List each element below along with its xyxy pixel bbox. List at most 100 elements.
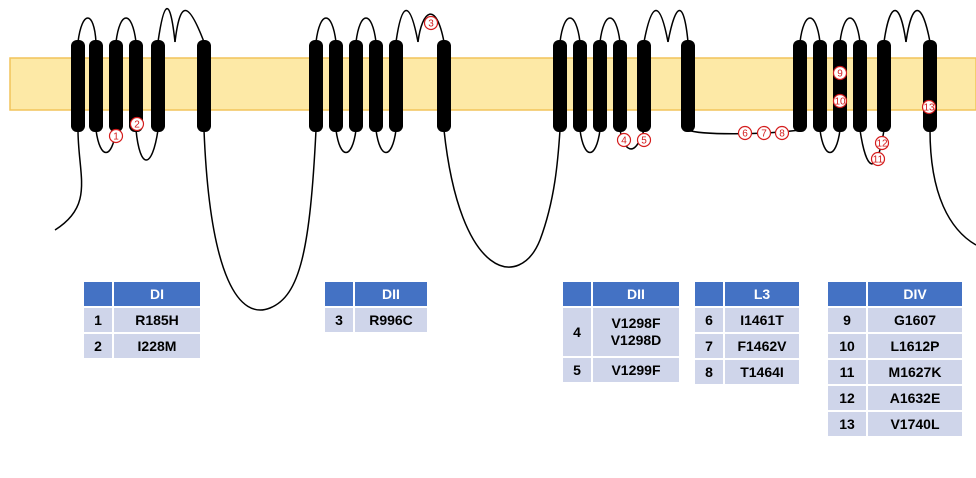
svg-text:11: 11 — [873, 155, 884, 166]
helix-DIV-S6 — [923, 40, 937, 132]
helix-DIII-S4 — [613, 40, 627, 132]
mutation-name: I1461T — [725, 308, 799, 332]
helix-DII-S1 — [309, 40, 323, 132]
n-terminus — [54, 129, 83, 231]
mutation-marker: 6 — [737, 125, 753, 141]
mutation-markers: 1 2 3 4 5 6 7 8 9 10 11 12 13 — [108, 15, 937, 167]
table-header-num — [695, 282, 723, 306]
row-number: 12 — [828, 386, 866, 410]
table-header-num — [828, 282, 866, 306]
helix-DIII-S2 — [573, 40, 587, 132]
mutation-name: F1462V — [725, 334, 799, 358]
helix-DIV-S3 — [833, 40, 847, 132]
helix-DII-S3 — [349, 40, 363, 132]
helix-DIII-S6 — [681, 40, 695, 132]
table-header-num — [325, 282, 353, 306]
mutation-marker: 13 — [921, 99, 937, 115]
table-header-num — [84, 282, 112, 306]
mutation-marker: 5 — [636, 132, 652, 148]
mutation-marker: 10 — [832, 93, 848, 109]
row-number: 1 — [84, 308, 112, 332]
mutation-name: G1607 — [868, 308, 962, 332]
helix-DII-S6 — [437, 40, 451, 132]
helix-DIV-S4 — [853, 40, 867, 132]
table-header-num — [563, 282, 591, 306]
mutation-name: A1632E — [868, 386, 962, 410]
helix-DI-S1 — [71, 40, 85, 132]
mutation-name: L1612P — [868, 334, 962, 358]
mutation-name: R996C — [355, 308, 427, 332]
svg-text:6: 6 — [742, 129, 748, 140]
helix-DIII-S1 — [553, 40, 567, 132]
mutation-name: V1298F — [611, 315, 661, 332]
table-header: DI — [114, 282, 200, 306]
mutation-marker: 7 — [756, 125, 772, 141]
mutation-marker: 3 — [423, 15, 439, 31]
table-header: DII — [355, 282, 427, 306]
row-number: 2 — [84, 334, 112, 358]
mutation-name: V1299F — [593, 358, 679, 382]
mutation-name: V1298D — [610, 332, 662, 348]
helix-DI-S4 — [129, 40, 143, 132]
mutation-name: I228M — [114, 334, 200, 358]
transmembrane-helices — [71, 40, 937, 132]
table-header: DII — [593, 282, 679, 306]
svg-text:13: 13 — [923, 103, 935, 114]
row-number: 4 — [563, 308, 591, 356]
svg-text:3: 3 — [428, 19, 434, 30]
helix-DI-S2 — [89, 40, 103, 132]
mutation-name: M1627K — [868, 360, 962, 384]
helix-DIV-S5 — [877, 40, 891, 132]
mutation-marker: 12 — [874, 135, 890, 151]
helix-DI-S5 — [151, 40, 165, 132]
helix-DII-S2 — [329, 40, 343, 132]
row-number: 8 — [695, 360, 723, 384]
row-number: 13 — [828, 412, 866, 436]
row-number: 5 — [563, 358, 591, 382]
helix-DI-S3 — [109, 40, 123, 132]
svg-text:7: 7 — [761, 129, 767, 140]
row-number: 11 — [828, 360, 866, 384]
svg-text:9: 9 — [837, 69, 843, 80]
row-number: 7 — [695, 334, 723, 358]
helix-DIV-S2 — [813, 40, 827, 132]
mutation-marker: 1 — [108, 128, 124, 144]
helix-DII-S4 — [369, 40, 383, 132]
table-header: DIV — [868, 282, 962, 306]
svg-text:2: 2 — [134, 120, 140, 131]
helix-DIII-S3 — [593, 40, 607, 132]
mutation-marker: 11 — [870, 151, 886, 167]
mutation-marker: 4 — [616, 132, 632, 148]
row-number: 9 — [828, 308, 866, 332]
helix-DI-S6 — [197, 40, 211, 132]
svg-text:8: 8 — [779, 129, 785, 140]
mutation-marker: 8 — [774, 125, 790, 141]
mutation-marker: 9 — [832, 65, 848, 81]
svg-text:1: 1 — [113, 132, 119, 143]
helix-DIII-S5 — [637, 40, 651, 132]
helix-DII-S5 — [389, 40, 403, 132]
row-number: 6 — [695, 308, 723, 332]
mutation-name: R185H — [114, 308, 200, 332]
row-number: 3 — [325, 308, 353, 332]
svg-text:4: 4 — [621, 136, 627, 147]
mutation-marker: 2 — [129, 116, 145, 132]
